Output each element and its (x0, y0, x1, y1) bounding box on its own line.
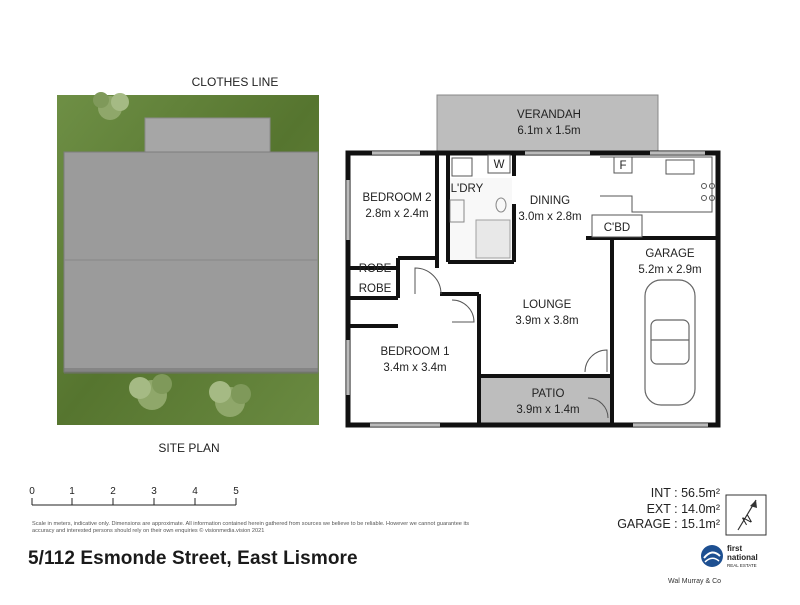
external-area: EXT : 14.0m² (646, 501, 720, 516)
vanity-basin (449, 199, 465, 223)
house-roof (63, 151, 319, 373)
tree-icon (209, 381, 251, 417)
washer-label: W (494, 159, 505, 171)
tree-icon (129, 374, 172, 410)
room-name-dining: DINING (530, 195, 570, 207)
room-name-bedroom-2: BEDROOM 2 (362, 192, 431, 204)
room-size-patio: 3.9m x 1.4m (516, 404, 579, 416)
room-name-garage: GARAGE (645, 248, 695, 260)
internal-area: INT : 56.5m² (650, 486, 720, 500)
shower-area (475, 219, 511, 259)
room-size-lounge: 3.9m x 3.8m (515, 315, 578, 327)
room-size-bedroom-2: 2.8m x 2.4m (365, 208, 428, 220)
scale-tick-label: 3 (151, 486, 157, 497)
door-swing (584, 349, 608, 373)
brand-line-1: first (727, 544, 742, 553)
property-address: 5/112 Esmonde Street, East Lismore (28, 548, 358, 569)
scale-tick-label: 0 (29, 486, 35, 497)
scale-tick-label: 4 (192, 486, 198, 497)
door-swing (451, 299, 475, 323)
site-plan: CLOTHES LINE SITE PLAN (57, 75, 319, 455)
verandah-area (436, 94, 659, 154)
disclaimer-text: Scale in meters, indicative only. Dimens… (32, 521, 470, 534)
scale-tick-label: 5 (233, 486, 239, 497)
area-summary: INT : 56.5m² EXT : 14.0m² GARAGE : 15.1m… (590, 486, 720, 533)
room-name-verandah: VERANDAH (517, 109, 581, 121)
car-icon (644, 279, 696, 406)
cupboard-box (591, 214, 643, 238)
scale-tick-label: 1 (69, 486, 75, 497)
fridge-label: F (619, 160, 626, 172)
room-name-laundry: L'DRY (451, 183, 484, 195)
laundry-tub (451, 157, 473, 177)
door-swing (414, 267, 442, 295)
room-name-robe: ROBE (359, 263, 392, 275)
sink-box (665, 159, 695, 175)
clothes-line-label: CLOTHES LINE (192, 75, 279, 89)
floor-plan: VERANDAH 6.1m x 1.5m BEDROOM 2 2.8m x 2.… (345, 94, 721, 428)
site-plan-label: SITE PLAN (158, 441, 219, 455)
fridge-box (613, 156, 633, 174)
agency-name: Wal Murray & Co (668, 578, 722, 585)
brand-line-3: REAL ESTATE (727, 563, 757, 568)
room-size-verandah: 6.1m x 1.5m (517, 125, 580, 137)
patio-area (479, 376, 612, 426)
washer-box (487, 154, 511, 174)
tree-icon (93, 92, 129, 120)
garage-area: GARAGE : 15.1m² (617, 517, 720, 531)
scale-bar: 0 1 2 3 4 5 (29, 486, 239, 506)
cupboard-label: C'BD (604, 222, 630, 234)
room-name-bedroom-1: BEDROOM 1 (380, 346, 449, 358)
room-name-lounge: LOUNGE (523, 299, 572, 311)
room-size-bedroom-1: 3.4m x 3.4m (383, 362, 446, 374)
cooktop-icon (701, 183, 715, 201)
door-swing (587, 397, 609, 419)
room-name-robe: ROBE (359, 283, 392, 295)
laundry-floor (450, 178, 512, 260)
clothes-line-pad (144, 117, 271, 157)
first-national-logo: first national REAL ESTATE (701, 544, 758, 568)
room-name-patio: PATIO (532, 388, 565, 400)
room-labels: VERANDAH 6.1m x 1.5m BEDROOM 2 2.8m x 2.… (359, 109, 702, 416)
scale-tick-label: 2 (110, 486, 116, 497)
roof-shadow (64, 368, 318, 374)
compass-icon: N (725, 494, 767, 536)
room-size-dining: 3.0m x 2.8m (518, 211, 581, 223)
toilet-icon (495, 197, 507, 213)
room-size-garage: 5.2m x 2.9m (638, 264, 701, 276)
brand-line-2: national (727, 553, 758, 562)
